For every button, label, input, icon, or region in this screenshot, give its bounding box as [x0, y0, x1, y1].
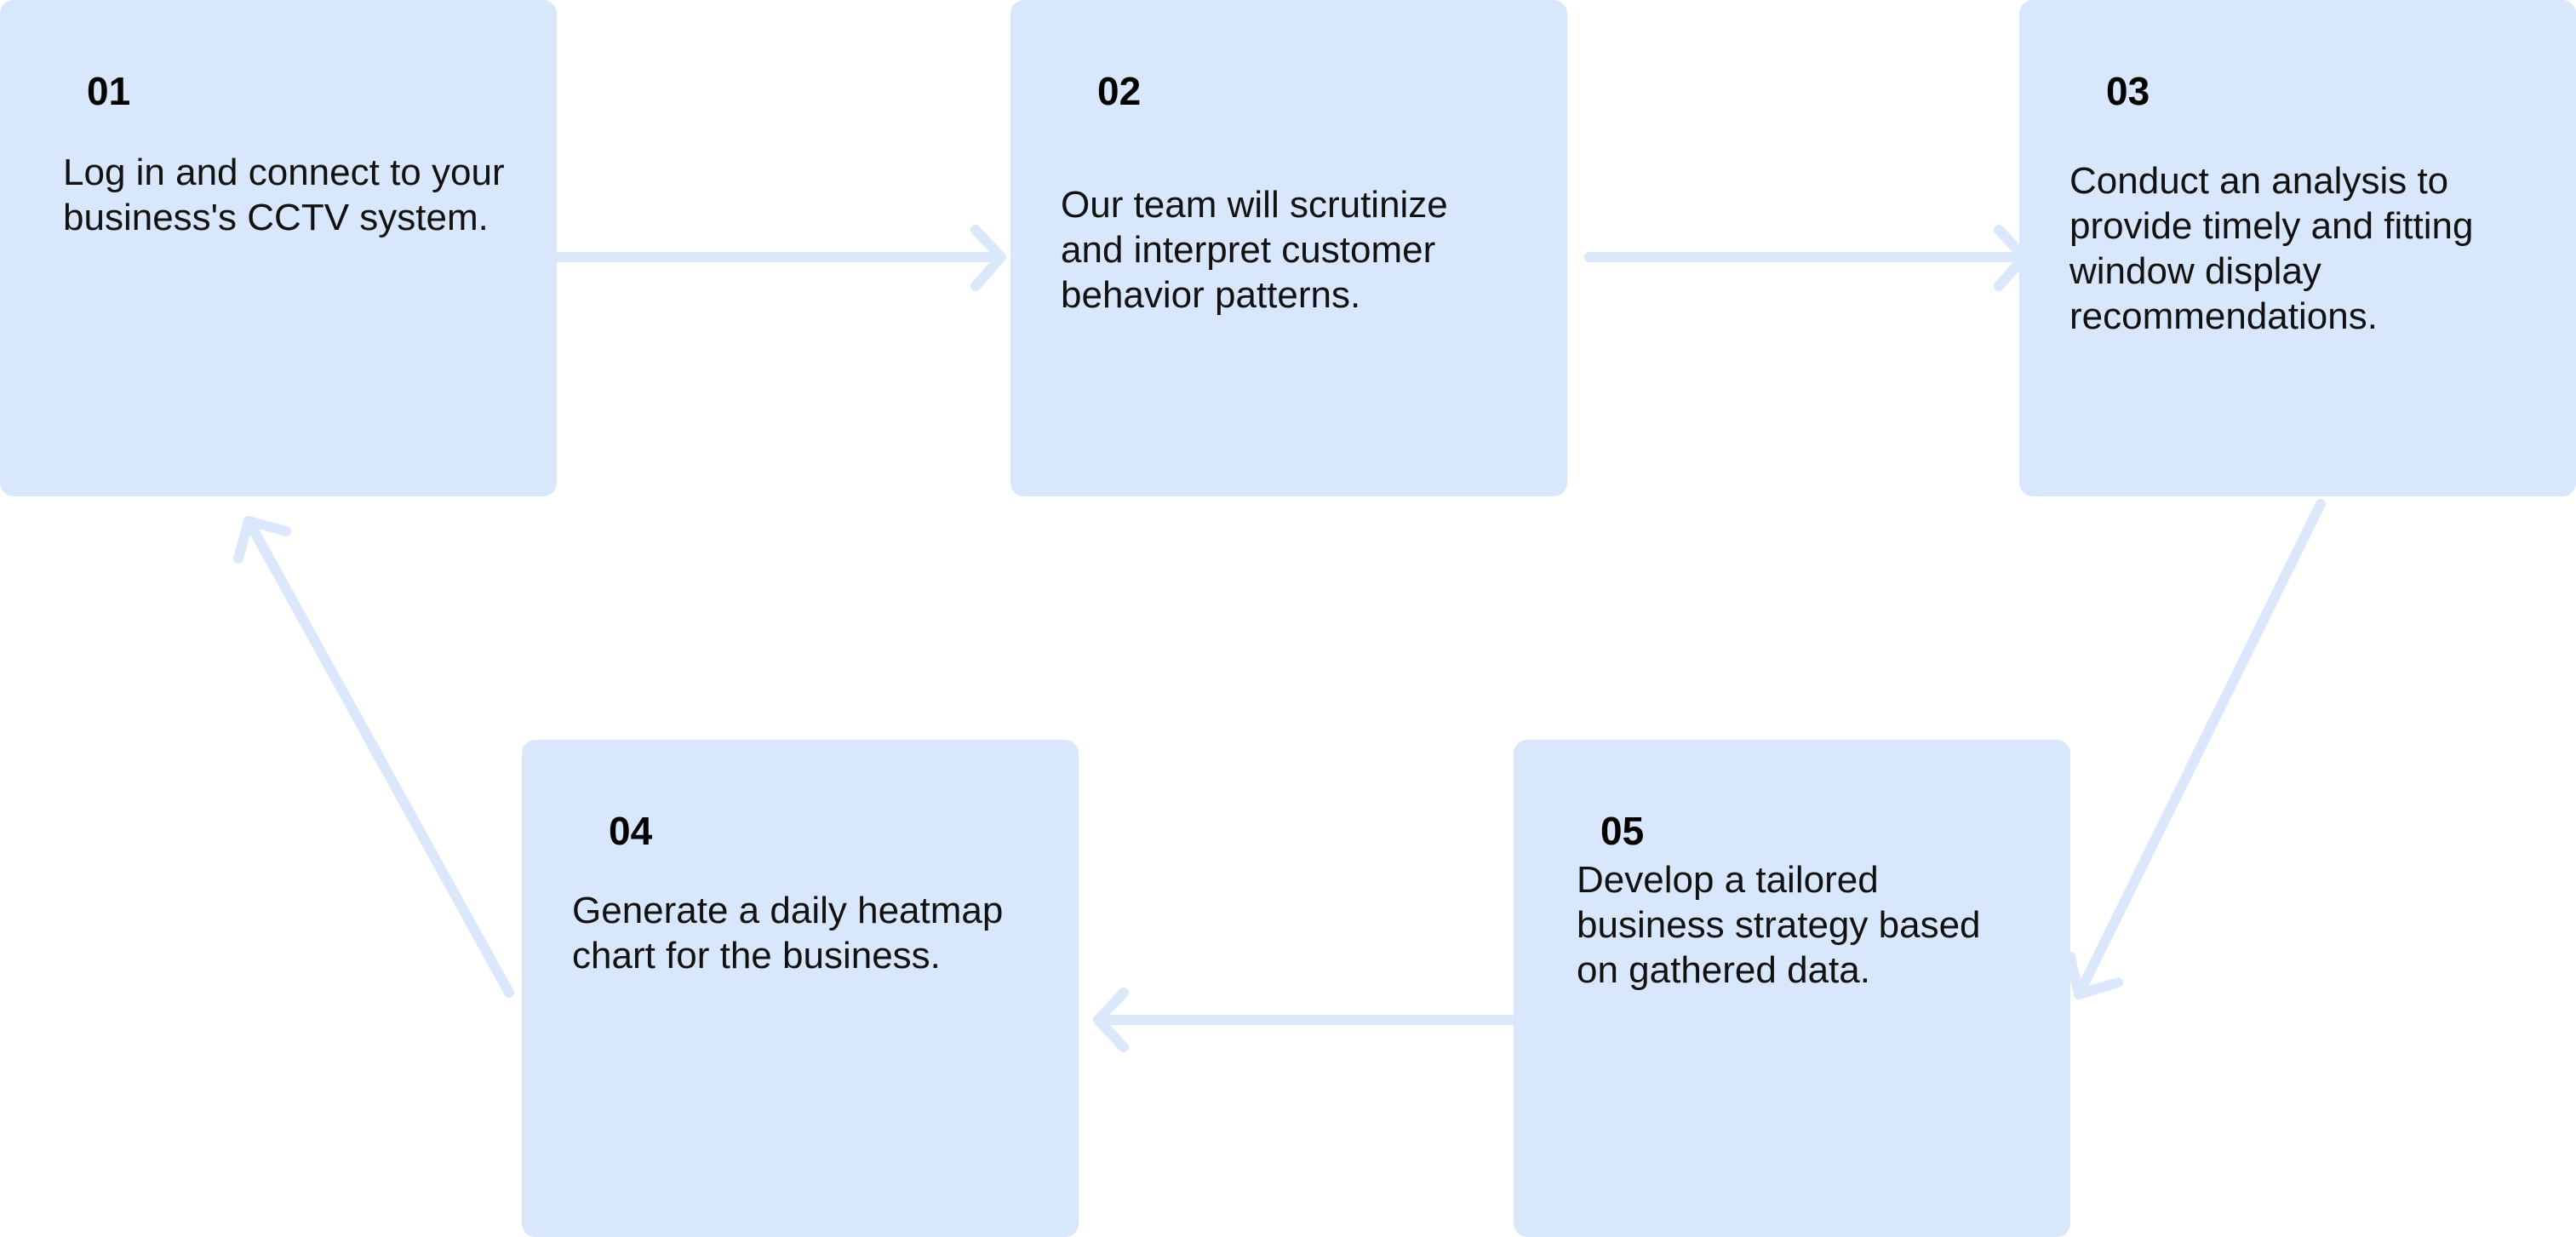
step-card-04: 04 Generate a daily heatmap chart for th…	[522, 740, 1079, 1237]
step-number: 02	[1097, 69, 1142, 113]
step-description: Generate a daily heatmap chart for the b…	[572, 890, 1004, 976]
arrow-03-to-05	[2065, 499, 2326, 999]
step-number: 04	[609, 809, 653, 853]
arrow-02-to-03	[1584, 225, 2029, 291]
arrow-04-to-01	[233, 516, 514, 998]
step-description: Log in and connect to your business's CC…	[63, 152, 505, 238]
step-description: Conduct an analysis to provide timely an…	[2069, 160, 2474, 337]
step-card-03: 03 Conduct an analysis to provide timely…	[2019, 0, 2576, 496]
step-number: 03	[2106, 69, 2150, 113]
step-description: Develop a tailored business strategy bas…	[1577, 859, 1981, 991]
step-description: Our team will scrutinize and interpret c…	[1061, 184, 1448, 316]
step-number: 05	[1600, 809, 1645, 853]
step-number: 01	[87, 69, 131, 113]
step-card-02: 02 Our team will scrutinize and interpre…	[1010, 0, 1567, 496]
step-card-01: 01 Log in and connect to your business's…	[0, 0, 557, 496]
arrow-05-to-04	[1093, 988, 1517, 1052]
step-card-05: 05 Develop a tailored business strategy …	[1514, 740, 2070, 1237]
arrow-01-to-02	[552, 225, 1006, 291]
